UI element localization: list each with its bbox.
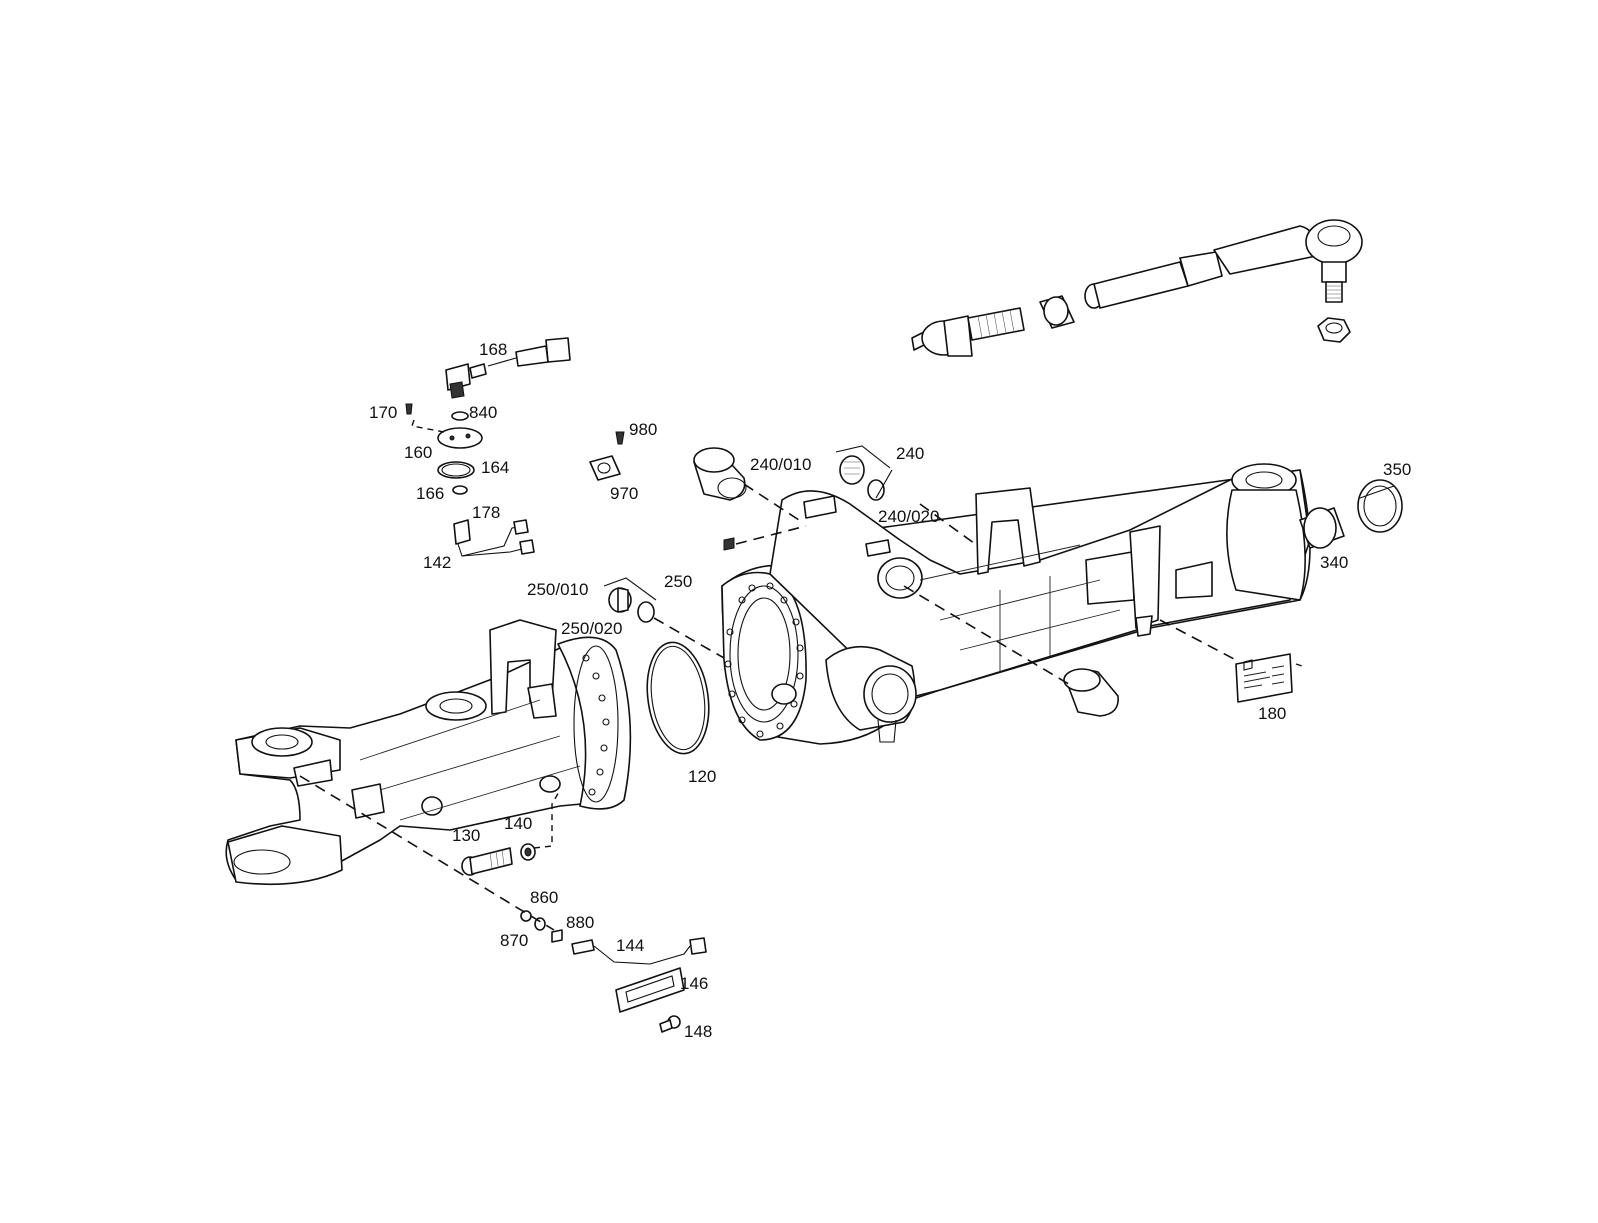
nameplate-180 <box>1235 653 1293 703</box>
label-860: 860 <box>530 888 558 907</box>
bushing-340 <box>1299 507 1345 549</box>
sensor-144-cable <box>571 937 707 965</box>
label-970: 970 <box>610 484 638 503</box>
bolt-980 <box>615 431 625 445</box>
label-880: 880 <box>566 913 594 932</box>
label-340: 340 <box>1320 553 1348 572</box>
assembly-lines <box>299 419 1303 931</box>
flange-bolt-holes-left <box>582 654 610 796</box>
label-178: 178 <box>472 503 500 522</box>
sensor-168-assembly <box>445 337 571 399</box>
bushing-240-010 <box>693 447 747 501</box>
cover-plate-160 <box>437 427 483 449</box>
group-brackets <box>603 445 893 601</box>
label-144: 144 <box>616 936 644 955</box>
bracket-970 <box>589 455 621 481</box>
label-240-010: 240/010 <box>750 455 811 474</box>
o-ring-164 <box>437 461 475 479</box>
bushing-250 <box>608 587 655 623</box>
washer-140 <box>520 843 536 861</box>
label-146: 146 <box>680 974 708 993</box>
bushing-350 <box>1357 479 1403 533</box>
label-250-020: 250/020 <box>561 619 622 638</box>
label-168: 168 <box>479 340 507 359</box>
label-980: 980 <box>629 420 657 439</box>
bolt-130 <box>461 847 513 876</box>
flange-bolt-holes-right <box>724 582 804 738</box>
label-142: 142 <box>423 553 451 572</box>
small-fitting-center <box>723 537 735 551</box>
label-350: 350 <box>1383 460 1411 479</box>
label-130: 130 <box>452 826 480 845</box>
bushing-lower-center <box>1063 668 1119 717</box>
label-166: 166 <box>416 484 444 503</box>
label-870: 870 <box>500 931 528 950</box>
o-ring-166 <box>452 485 468 495</box>
label-180: 180 <box>1258 704 1286 723</box>
label-840: 840 <box>469 403 497 422</box>
tie-rod-assembly <box>911 219 1363 357</box>
axle-housing-left <box>225 619 632 886</box>
label-240-020: 240/020 <box>878 507 939 526</box>
label-148: 148 <box>684 1022 712 1041</box>
label-120: 120 <box>688 767 716 786</box>
label-164: 164 <box>481 458 509 477</box>
label-160: 160 <box>404 443 432 462</box>
label-170: 170 <box>369 403 397 422</box>
label-250-010: 250/010 <box>527 580 588 599</box>
o-ring-120 <box>646 641 710 755</box>
axle-housing-right <box>721 463 1311 745</box>
screw-148 <box>659 1015 681 1033</box>
label-140: 140 <box>504 814 532 833</box>
small-parts-170-840 <box>405 403 469 421</box>
cover-146 <box>615 967 685 1013</box>
sensor-142-cable <box>453 519 535 557</box>
bushing-240 <box>839 455 885 501</box>
washer-860-870 <box>520 910 546 931</box>
callout-labels: 168 170 840 160 164 166 178 142 980 970 … <box>369 340 1411 1041</box>
plug-880 <box>551 929 563 943</box>
label-250: 250 <box>664 572 692 591</box>
label-240: 240 <box>896 444 924 463</box>
